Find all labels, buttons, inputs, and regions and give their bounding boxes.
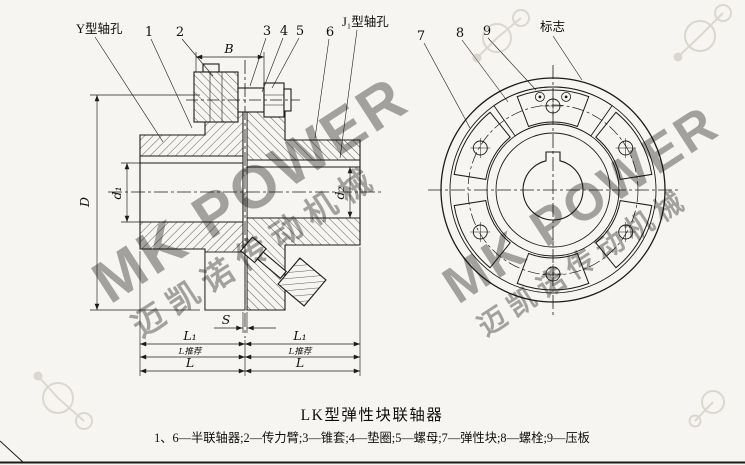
gear-watermark-icon [472, 9, 530, 63]
elastic-block [453, 200, 511, 269]
dim-label-D: D [77, 197, 92, 208]
callout-9: 9 [483, 24, 491, 39]
dim-label-Lrec-left: L推荐 [178, 346, 203, 357]
caption-legend: 1、6—半联轴器;2—传力臂;3—锥套;4—垫圈;5—螺母;7—弹性块;8—螺栓… [154, 430, 590, 445]
callout-5: 5 [296, 24, 304, 39]
callout-1: 1 [145, 25, 153, 40]
elastic-block [453, 111, 511, 180]
callout-leaders [94, 29, 583, 159]
dimension-length-chains [139, 247, 361, 376]
gear-watermark-icon [33, 371, 93, 430]
dim-label-S: S [222, 312, 231, 327]
gear-watermark-icon [688, 390, 725, 428]
callout-7: 7 [417, 29, 425, 44]
dim-label-Lrec-right: L推荐 [288, 346, 313, 357]
label-y-bore: Y型轴孔 [76, 21, 123, 36]
arm-cap [202, 63, 220, 73]
dim-label-d1: d₁ [109, 186, 124, 199]
elastic-blocks [453, 89, 653, 291]
dim-label-B: B [223, 41, 233, 56]
block-recess [204, 251, 246, 311]
caption-title: LK型弹性块联轴器 [301, 406, 444, 424]
torque-arm-assembly [186, 63, 300, 123]
label-mark: 标志 [540, 20, 565, 34]
dimension-S [214, 312, 276, 333]
torque-arm [193, 71, 239, 123]
hub-inner-circle [495, 132, 611, 248]
sheet-frame [0, 440, 745, 464]
callout-2: 2 [176, 25, 184, 40]
callout-8: 8 [456, 26, 464, 41]
callout-6: 6 [326, 25, 334, 40]
dim-label-L1-right: L₁ [292, 328, 306, 343]
label-j1-bore: J₁型轴孔 [342, 14, 389, 29]
callout-4: 4 [280, 24, 288, 39]
elastic-block [595, 200, 653, 269]
gear-watermark-icon [673, 4, 732, 62]
elastic-block [595, 111, 653, 180]
bottom-block-assembly [204, 236, 327, 311]
left-bore [140, 156, 243, 222]
dim-label-L1-left: L₁ [182, 328, 196, 343]
right-bore [247, 160, 360, 218]
dimensions [90, 52, 361, 376]
block-bolt-shaft [256, 251, 287, 280]
dim-label-L-left: L [185, 355, 194, 370]
end-view [428, 65, 678, 315]
watermark-gears [33, 4, 732, 430]
dim-label-d2: d₂ [332, 186, 347, 199]
dimension-D [90, 94, 200, 311]
left-half-coupling [139, 94, 244, 311]
section-view [108, 60, 382, 338]
callout-3: 3 [263, 24, 271, 39]
dim-label-L-right: L [295, 355, 304, 370]
elastic-block-section [277, 257, 327, 307]
dimension-d1 [121, 162, 140, 223]
plate-screws [535, 92, 571, 102]
